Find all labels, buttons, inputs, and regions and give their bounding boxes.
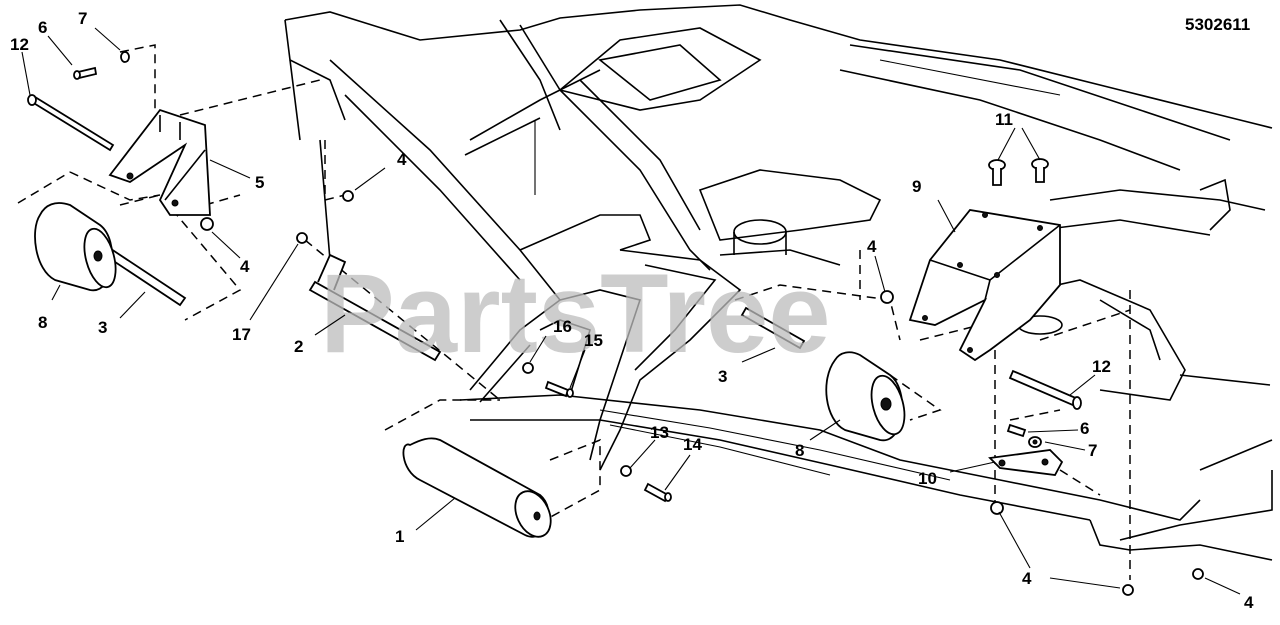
callout-16: 16	[553, 317, 572, 336]
left-gauge-wheel	[34, 202, 117, 291]
callout-17: 17	[232, 325, 251, 344]
callout-7-left: 7	[78, 9, 87, 28]
callout-14: 14	[683, 435, 702, 454]
document-number: 5302611	[1185, 15, 1250, 34]
roller-shaft	[308, 253, 442, 362]
carriage-bolts	[988, 158, 1049, 186]
callout-11: 11	[995, 110, 1013, 129]
callout-4-upper: 4	[397, 150, 407, 169]
right-gauge-wheel	[825, 351, 906, 441]
left-wheel-bracket	[108, 108, 211, 216]
locknuts	[200, 190, 1204, 596]
callout-9: 9	[912, 177, 921, 196]
small-hardware	[296, 232, 672, 503]
callout-2: 2	[294, 337, 303, 356]
right-wheel-bracket	[908, 209, 1061, 362]
short-bolts	[73, 66, 1027, 438]
callout-4-bottom: 4	[1022, 569, 1032, 588]
callout-12-right: 12	[1092, 357, 1111, 376]
callout-3-left: 3	[98, 318, 107, 337]
callout-3-right: 3	[718, 367, 727, 386]
assembly-guide-lines	[17, 44, 1131, 580]
callout-4-right-bracket: 4	[867, 237, 877, 256]
washers	[120, 51, 1042, 448]
mower-deck	[284, 4, 1273, 561]
callout-8-left: 8	[38, 313, 47, 332]
watermark: PartsTree	[320, 251, 831, 376]
callout-4-bottom-right: 4	[1244, 593, 1254, 612]
callout-5: 5	[255, 173, 264, 192]
callout-13: 13	[650, 423, 669, 442]
callout-1: 1	[395, 527, 404, 546]
long-bolts	[27, 94, 1082, 410]
leader-lines	[21, 27, 1241, 595]
callout-6-left: 6	[38, 18, 47, 37]
right-axle-pin	[740, 306, 806, 350]
callout-labels: 5302611 12 6 7 5 4 4 8 3 17 2 16 15 1 3 …	[10, 9, 1254, 612]
small-bracket	[988, 449, 1064, 476]
callout-10: 10	[918, 469, 937, 488]
callout-15: 15	[584, 331, 603, 350]
callout-6-right: 6	[1080, 419, 1089, 438]
callout-12-left: 12	[10, 35, 29, 54]
callout-4-left-bracket: 4	[240, 257, 250, 276]
callout-7-right: 7	[1088, 441, 1097, 460]
callout-8-right: 8	[795, 441, 804, 460]
front-roller	[402, 437, 552, 538]
